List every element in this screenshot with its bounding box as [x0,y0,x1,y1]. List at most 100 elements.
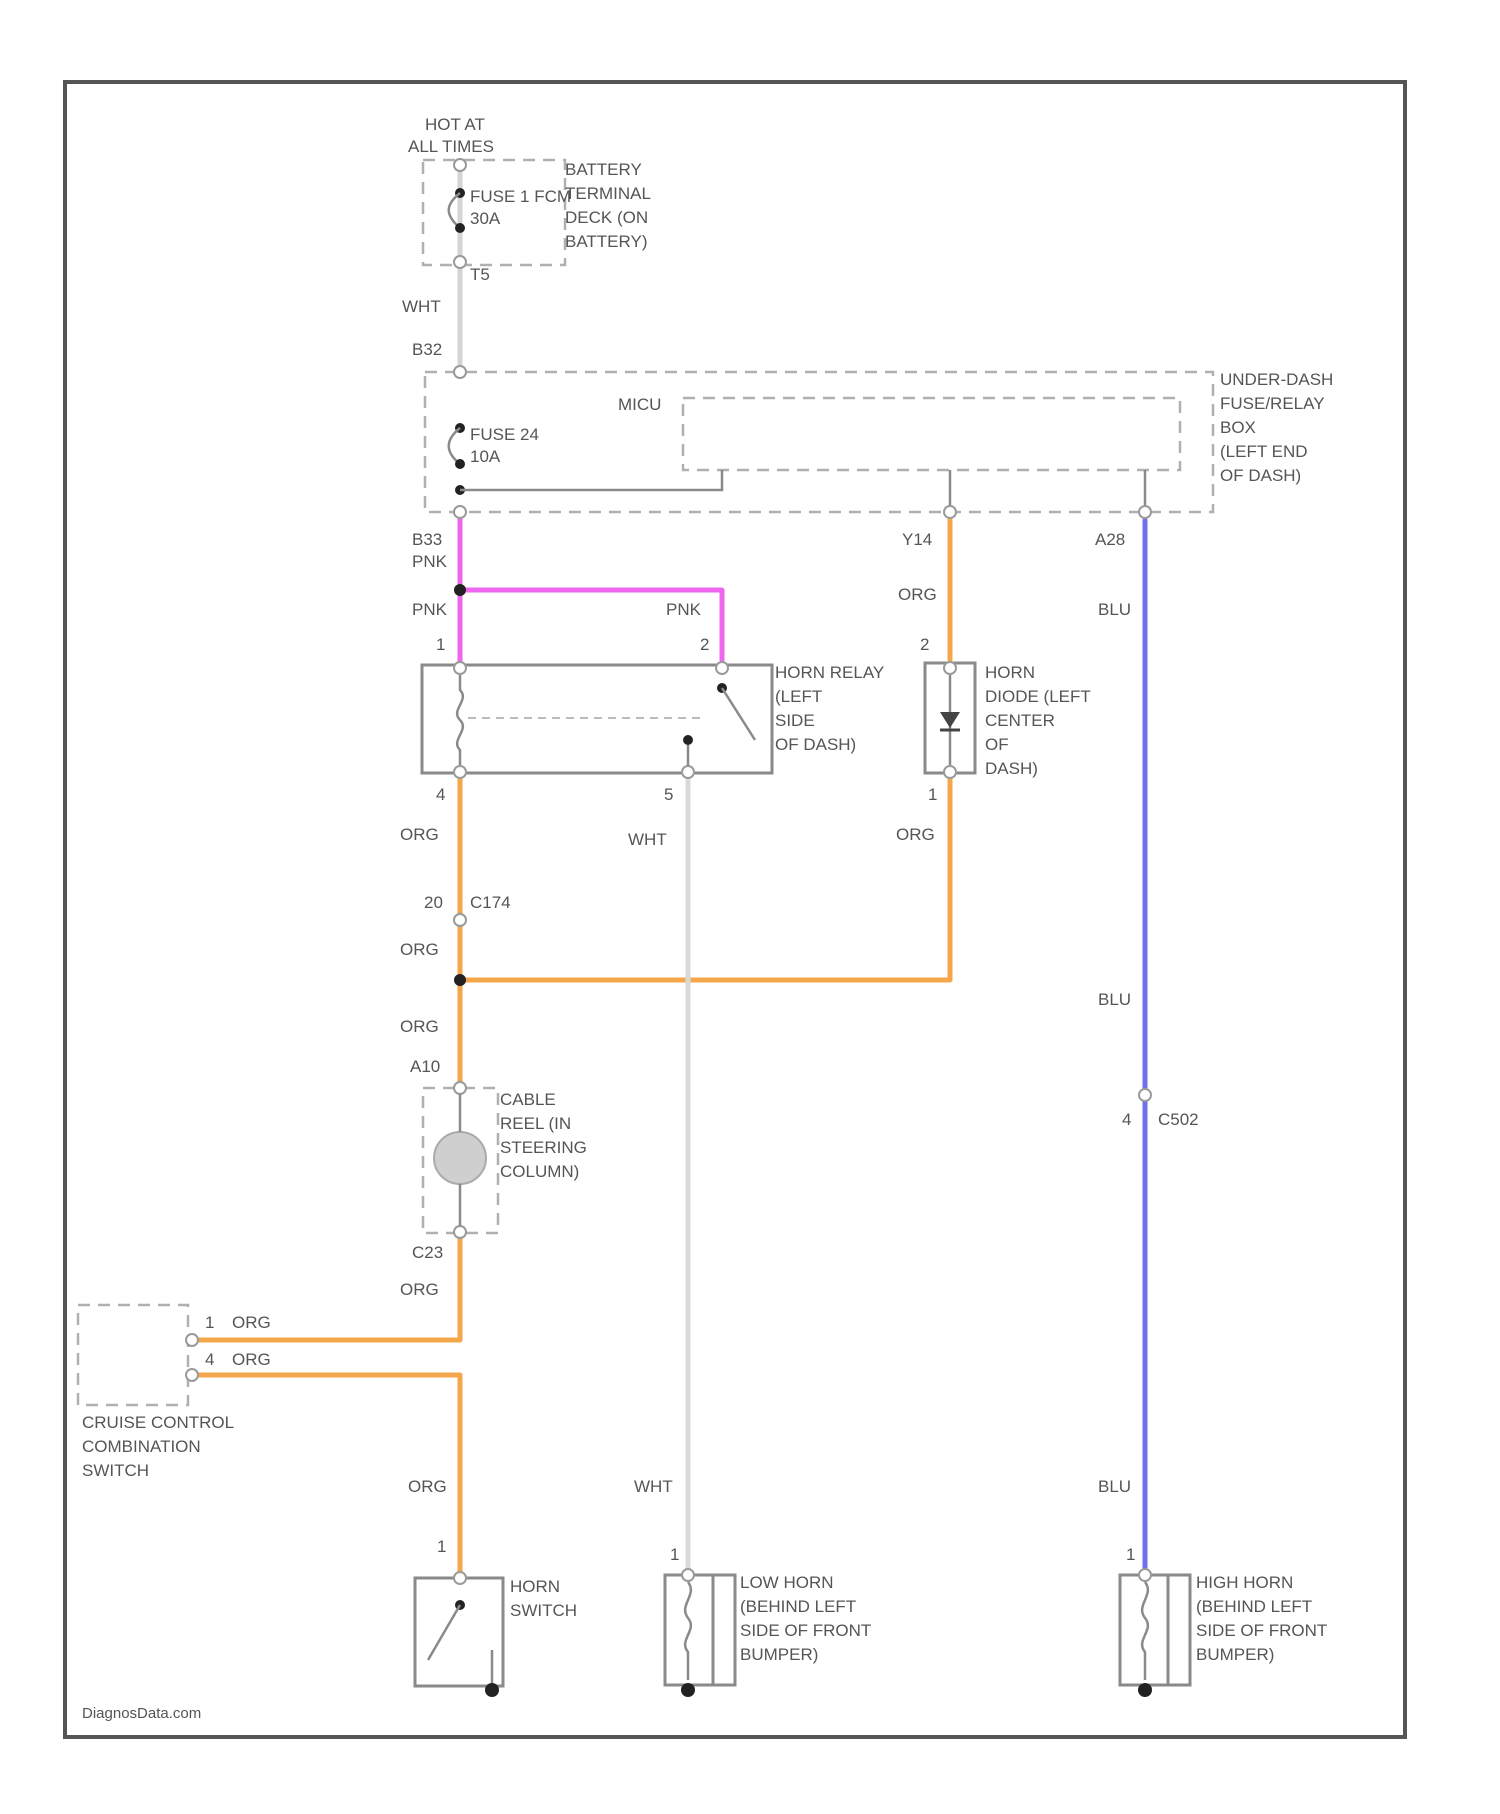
wire-label-org-c174: ORG [400,940,439,959]
low-horn-name-1: LOW HORN [740,1573,834,1592]
battery-box-name-4: BATTERY) [565,232,648,251]
cable-reel-pin-bottom: C23 [412,1243,443,1262]
wire-label-wht-low-horn: WHT [634,1477,673,1496]
terminal-reel-c23 [454,1226,466,1238]
horn-diode-pin1: 1 [928,785,937,804]
wire-org-diode-to-splice [460,775,950,980]
high-horn [1120,1569,1190,1697]
cruise-pin4: 4 [205,1350,214,1369]
terminal-y14 [944,506,956,518]
wire-label-blu-a28: BLU [1098,600,1131,619]
micu-feed [460,470,722,490]
wire-label-org-horn-switch: ORG [408,1477,447,1496]
diagram-frame [65,82,1405,1737]
terminal-diode-2 [944,662,956,674]
cruise-name-2: COMBINATION [82,1437,201,1456]
battery-box-name-1: BATTERY [565,160,642,179]
node-pnk-splice [454,584,466,596]
horn-diode-name-2: DIODE (LEFT [985,687,1091,706]
terminal-battery-top [454,159,466,171]
horn-relay-pin1: 1 [436,635,445,654]
wire-label-org-cruise-1: ORG [232,1313,271,1332]
horn-switch [415,1572,503,1697]
low-horn-name-3: SIDE OF FRONT [740,1621,871,1640]
horn-relay-name-2: (LEFT [775,687,822,706]
fuse-box-name-1: UNDER-DASH [1220,370,1333,389]
high-horn-ground [1138,1683,1152,1697]
horn-switch-ground [485,1683,499,1697]
wire-label-org-cruise-4: ORG [232,1350,271,1369]
horn-diode-pin2: 2 [920,635,929,654]
wire-label-org-diode: ORG [896,825,935,844]
relay-contact-fixed [683,735,693,745]
horn-diode-name-5: DASH) [985,759,1038,778]
c174-pin: 20 [424,893,443,912]
fuse-box-pin-out: B33 [412,530,442,549]
horn-diode [925,662,975,778]
cable-reel-name-3: STEERING [500,1138,587,1157]
low-horn-name-2: (BEHIND LEFT [740,1597,856,1616]
wire-label-pnk-2: PNK [412,600,448,619]
node-fuse24-bottom [455,459,465,469]
terminal-low-horn-1 [682,1569,694,1581]
low-horn-name-4: BUMPER) [740,1645,818,1664]
source-line1: HOT AT [425,115,485,134]
cruise-control-switch [78,1305,198,1405]
high-horn-name-4: BUMPER) [1196,1645,1274,1664]
cruise-name-1: CRUISE CONTROL [82,1413,234,1432]
horn-switch-name-1: HORN [510,1577,560,1596]
c502-pin: 4 [1122,1110,1131,1129]
source-line2: ALL TIMES [408,137,494,156]
fuse-box-name-3: BOX [1220,418,1256,437]
terminal-relay-2 [716,662,728,674]
terminal-cruise-1 [186,1334,198,1346]
horn-switch-pin: 1 [437,1537,446,1556]
horn-relay-pin5: 5 [664,785,673,804]
c174-name: C174 [470,893,511,912]
terminal-battery-bottom [454,256,466,268]
wire-label-blu-mid: BLU [1098,990,1131,1009]
cable-reel-pin-top: A10 [410,1057,440,1076]
fuse-box-pin-in: B32 [412,340,442,359]
battery-box-name-3: DECK (ON [565,208,648,227]
micu-outline [683,398,1180,470]
node-fuse1-bottom [455,223,465,233]
fuse-box-name-4: (LEFT END [1220,442,1308,461]
wire-label-org-splice: ORG [400,1017,439,1036]
horn-diode-name-4: OF [985,735,1009,754]
watermark: DiagnosData.com [82,1705,201,1722]
terminal-relay-1 [454,662,466,674]
wire-label-org-reel: ORG [400,1280,439,1299]
terminal-b32 [454,366,466,378]
node-org-splice [454,974,466,986]
wire-label-pnk-3: PNK [666,600,702,619]
under-dash-fuse-box [425,366,1213,518]
fuse24-rating: 10A [470,447,501,466]
wire-label-blu-high-horn: BLU [1098,1477,1131,1496]
horn-diode-name-3: CENTER [985,711,1055,730]
terminal-b33 [454,506,466,518]
terminal-a28 [1139,506,1151,518]
connector-c502 [1139,1089,1151,1101]
fuse24-symbol [449,428,460,464]
battery-box-name-2: TERMINAL [565,184,651,203]
high-horn-name-2: (BEHIND LEFT [1196,1597,1312,1616]
high-horn-name-3: SIDE OF FRONT [1196,1621,1327,1640]
high-horn-pin: 1 [1126,1545,1135,1564]
wire-label-org-relay: ORG [400,825,439,844]
micu-label: MICU [618,395,661,414]
terminal-horn-switch-1 [454,1572,466,1584]
fuse-box-pin-high: A28 [1095,530,1125,549]
terminal-cruise-4 [186,1369,198,1381]
fuse1-label: FUSE 1 FCM [470,187,571,206]
horn-relay-name-1: HORN RELAY [775,663,884,682]
wires [195,165,1145,1575]
high-horn-name-1: HIGH HORN [1196,1573,1293,1592]
horn-relay-pin4: 4 [436,785,445,804]
low-horn [665,1569,735,1697]
cable-reel-name-4: COLUMN) [500,1162,579,1181]
low-horn-pin: 1 [670,1545,679,1564]
wire-org-cruise-to-horn-switch [195,1375,460,1575]
terminal-relay-4 [454,766,466,778]
